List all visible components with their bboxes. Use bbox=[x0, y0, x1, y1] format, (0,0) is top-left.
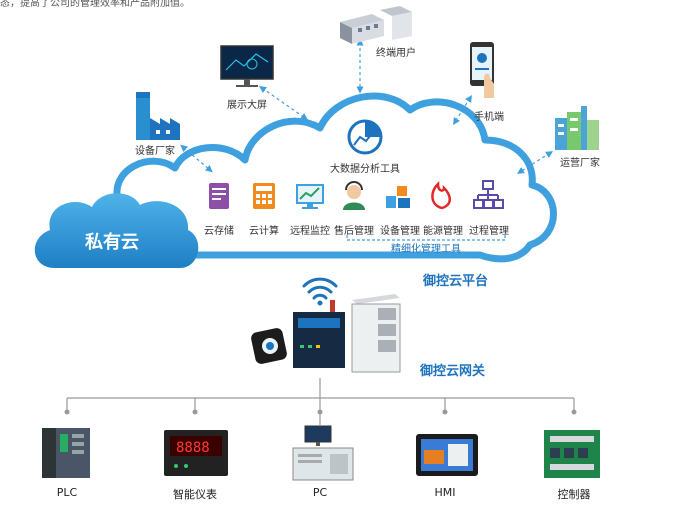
cloud-storage-icon bbox=[209, 183, 229, 209]
management-bracket bbox=[346, 235, 506, 241]
device-tree-lines bbox=[66, 378, 575, 425]
gateway-sensor-icon bbox=[251, 328, 287, 364]
device-tree-nodes bbox=[64, 409, 577, 415]
gateway-server-icon bbox=[351, 294, 401, 373]
device-label-pc: PC bbox=[312, 486, 328, 499]
equipment-maker-label: 设备厂家 bbox=[135, 146, 175, 157]
module-label-storage: 云存储 bbox=[204, 226, 234, 237]
operator-building-icon bbox=[555, 106, 599, 150]
remote-monitor-icon bbox=[296, 184, 324, 209]
wifi-icon bbox=[302, 277, 338, 306]
private-cloud-shape bbox=[34, 193, 199, 268]
operator-label: 运营厂家 bbox=[560, 158, 600, 169]
equipment-factory-icon bbox=[136, 92, 180, 140]
module-label-process: 过程管理 bbox=[469, 226, 509, 237]
module-label-compute: 云计算 bbox=[249, 226, 279, 237]
controller-icon bbox=[544, 430, 600, 478]
gateway-router-icon bbox=[293, 300, 345, 368]
device-label-hmi: HMI bbox=[434, 486, 456, 499]
mobile-phone-icon bbox=[470, 42, 494, 98]
device-label-meter: 智能仪表 bbox=[173, 488, 217, 501]
terminal-user-label: 终端用户 bbox=[376, 48, 416, 59]
fine-management-label: 精细化管理工具 bbox=[391, 244, 461, 255]
main-cloud bbox=[95, 92, 557, 263]
gateway-title: 御控云网关 bbox=[420, 364, 486, 379]
module-label-after-sales: 售后管理 bbox=[334, 226, 374, 237]
module-label-equipment: 设备管理 bbox=[380, 226, 420, 237]
terminal-user-building-icon bbox=[340, 6, 412, 44]
big-data-tool-label: 大数据分析工具 bbox=[330, 164, 400, 175]
mobile-label: 手机端 bbox=[474, 112, 504, 123]
energy-mgmt-icon bbox=[431, 180, 451, 210]
svg-text:8888: 8888 bbox=[176, 440, 210, 456]
device-label-plc: PLC bbox=[56, 486, 78, 499]
smart-meter-icon: 8888 bbox=[164, 430, 228, 476]
module-label-energy: 能源管理 bbox=[423, 226, 463, 237]
after-sales-icon bbox=[343, 181, 365, 210]
module-label-monitor: 远程监控 bbox=[290, 226, 330, 237]
display-screen-icon bbox=[220, 45, 274, 87]
top-caption: 态，提高了公司的管理效率和产品附加值。 bbox=[0, 0, 190, 9]
private-cloud-label: 私有云 bbox=[85, 232, 139, 253]
plc-icon bbox=[42, 428, 90, 478]
hmi-icon bbox=[416, 434, 478, 476]
endpoint-connectors bbox=[180, 38, 554, 174]
display-screen-label: 展示大屏 bbox=[227, 100, 267, 111]
cloud-compute-icon bbox=[253, 183, 275, 209]
process-mgmt-icon bbox=[473, 180, 504, 209]
equipment-mgmt-icon bbox=[386, 186, 410, 208]
platform-title: 御控云平台 bbox=[423, 274, 489, 289]
pc-icon bbox=[292, 425, 354, 481]
big-data-icon bbox=[347, 119, 383, 155]
device-label-controller: 控制器 bbox=[557, 488, 591, 501]
